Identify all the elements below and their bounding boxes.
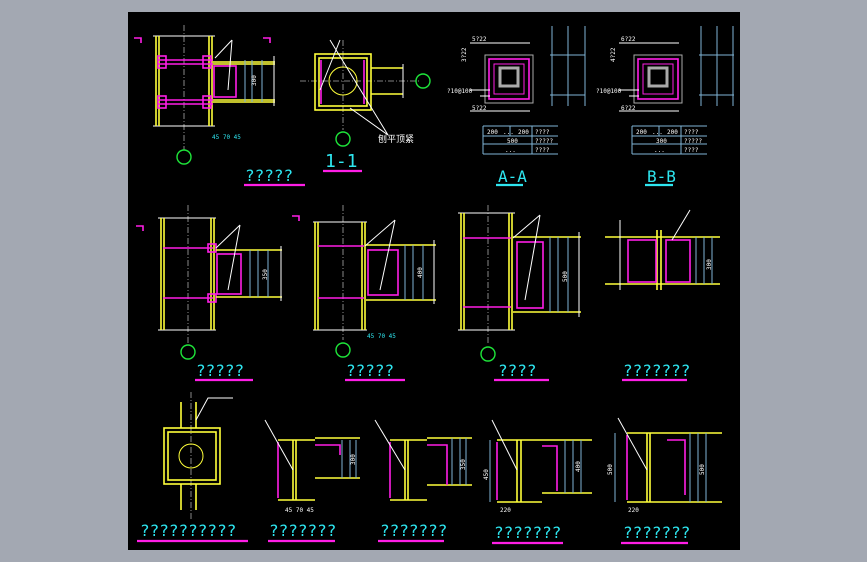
svg-text:4?22: 4?22 (610, 47, 617, 62)
svg-text:3?22: 3?22 (461, 47, 468, 62)
section-b-b: 6?22 4?22 ?10@100 6?22 200 ... 200 ???? … (596, 26, 734, 155)
cad-drawing: 45 70 45 300 ????? 刨平顶紧 1-1 5?22 3?22 ?1… (134, 25, 734, 545)
svg-text:500: 500 (607, 464, 614, 475)
svg-text:500: 500 (699, 464, 706, 475)
detail-4: 500 (458, 205, 581, 362)
detail-5: 300 (605, 209, 720, 290)
section-mark-right (263, 37, 271, 43)
svg-text:350: 350 (262, 269, 269, 280)
detail-10: 500 220 500 (607, 417, 722, 514)
svg-text:45 70 45: 45 70 45 (285, 507, 314, 514)
detail-9: 450 220 400 (483, 419, 592, 514)
section-1-1: 刨平顶紧 (300, 39, 431, 147)
svg-text:5?22: 5?22 (472, 105, 487, 112)
svg-text:220: 220 (628, 507, 639, 514)
svg-text:45 70 45: 45 70 45 (212, 134, 241, 141)
svg-text:...: ... (654, 147, 665, 154)
svg-text:300: 300 (350, 454, 357, 465)
detail-3: 400 45 70 45 (292, 205, 436, 358)
svg-text:300: 300 (656, 138, 667, 145)
svg-text:400: 400 (575, 461, 582, 472)
svg-text:200: 200 (636, 129, 647, 136)
svg-text:500: 500 (562, 271, 569, 282)
axis-bubble (415, 73, 431, 89)
svg-text:6?22: 6?22 (621, 105, 636, 112)
svg-text:300: 300 (251, 75, 258, 86)
svg-text:...: ... (503, 129, 514, 136)
detail-2-title: ????? (196, 361, 244, 380)
svg-text:200: 200 (518, 129, 529, 136)
section-a-a: 5?22 3?22 ?10@100 5?22 200 ... 200 ???? … (447, 26, 586, 155)
section-b-b-title: B-B (647, 167, 676, 186)
svg-text:450: 450 (483, 469, 490, 480)
detail-9-title: ??????? (494, 523, 561, 542)
svg-text:????: ???? (535, 147, 550, 154)
detail-6 (163, 392, 233, 520)
detail-1-title: ????? (245, 166, 293, 185)
axis-bubble (335, 131, 351, 147)
axis-bubble (176, 149, 192, 165)
svg-text:350: 350 (460, 459, 467, 470)
svg-text:45 70 45: 45 70 45 (367, 333, 396, 340)
detail-2: 350 (136, 205, 282, 360)
svg-text:500: 500 (507, 138, 518, 145)
section-1-1-title: 1-1 (325, 151, 358, 172)
svg-text:200: 200 (487, 129, 498, 136)
svg-text:400: 400 (417, 267, 424, 278)
detail-8: 350 (374, 419, 472, 501)
svg-text:????: ???? (684, 129, 699, 136)
svg-text:220: 220 (500, 507, 511, 514)
detail-1-elevation: 45 70 45 300 (134, 25, 275, 165)
detail-6-title: ?????????? (140, 521, 236, 540)
detail-4-title: ???? (498, 361, 537, 380)
svg-text:?????: ????? (535, 138, 553, 145)
detail-7: 300 45 70 45 (264, 419, 360, 514)
cad-drawing-canvas[interactable]: 45 70 45 300 ????? 刨平顶紧 1-1 5?22 3?22 ?1… (128, 12, 740, 550)
svg-text:?????: ????? (684, 138, 702, 145)
detail-3-title: ????? (346, 361, 394, 380)
section-a-a-title: A-A (498, 167, 527, 186)
detail-5-title: ??????? (623, 361, 690, 380)
svg-text:...: ... (652, 129, 663, 136)
svg-text:5?22: 5?22 (472, 36, 487, 43)
planed-tight-note: 刨平顶紧 (378, 133, 414, 145)
svg-text:200: 200 (667, 129, 678, 136)
svg-text:?10@100: ?10@100 (596, 88, 622, 95)
svg-text:6?22: 6?22 (621, 36, 636, 43)
svg-text:300: 300 (706, 259, 713, 270)
detail-8-title: ??????? (380, 521, 447, 540)
svg-text:...: ... (505, 147, 516, 154)
detail-10-title: ??????? (623, 523, 690, 542)
detail-7-title: ??????? (269, 521, 336, 540)
section-mark-left (134, 37, 142, 43)
svg-text:????: ???? (684, 147, 699, 154)
svg-text:?10@100: ?10@100 (447, 88, 473, 95)
svg-text:????: ???? (535, 129, 550, 136)
